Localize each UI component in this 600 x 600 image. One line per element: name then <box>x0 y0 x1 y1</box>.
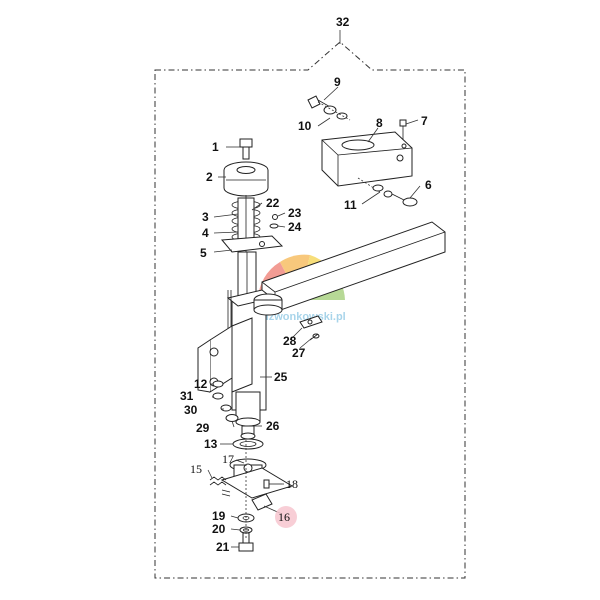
label-20: 20 <box>212 522 226 536</box>
label-25: 25 <box>274 370 288 384</box>
spring-14 <box>221 489 231 497</box>
label-21: 21 <box>216 540 230 554</box>
pin-18 <box>263 479 282 489</box>
label-23: 23 <box>288 206 302 220</box>
screw-27 <box>309 333 320 341</box>
highlight-marker <box>275 506 297 528</box>
label-8: 8 <box>376 116 383 130</box>
label-18: 18 <box>286 477 298 491</box>
nut-29 <box>225 414 239 422</box>
label-4: 4 <box>202 226 209 240</box>
label-6: 6 <box>425 178 432 192</box>
label-31: 31 <box>180 389 194 403</box>
label-7: 7 <box>421 114 428 128</box>
label-12: 12 <box>194 377 208 391</box>
washer-30 <box>220 404 232 412</box>
label-28: 28 <box>283 334 297 348</box>
label-17: 17 <box>222 452 234 466</box>
washer-11 <box>357 177 393 198</box>
lower-column-26 <box>235 391 261 440</box>
label-5: 5 <box>200 246 207 260</box>
clamp-bracket <box>197 317 253 393</box>
pin-12 <box>212 380 224 388</box>
label-11: 11 <box>344 198 357 212</box>
label-29: 29 <box>196 421 210 435</box>
label-15: 15 <box>190 462 202 476</box>
assembly-frame <box>154 41 466 579</box>
watermark-text: dzwonkowski.pl <box>262 311 346 323</box>
screws-23-24 <box>269 214 279 229</box>
washer-31 <box>212 392 224 400</box>
pin-6 <box>391 193 418 207</box>
fork-base-17 <box>220 458 294 499</box>
label-32: 32 <box>336 15 350 29</box>
label-19: 19 <box>212 509 226 523</box>
label-27: 27 <box>292 346 306 360</box>
bracket-28 <box>299 315 323 329</box>
spring-15 <box>209 476 227 486</box>
screw-7 <box>399 119 407 140</box>
label-30: 30 <box>184 403 198 417</box>
label-26: 26 <box>266 419 280 433</box>
bolt-21 <box>238 532 254 552</box>
handle-block-8 <box>321 131 413 187</box>
label-3: 3 <box>202 210 209 224</box>
label-24: 24 <box>288 220 302 234</box>
bolt-1 <box>239 138 253 160</box>
label-16: 16 <box>278 510 290 524</box>
label-2: 2 <box>206 170 213 184</box>
pawl-16 <box>251 493 273 511</box>
part-labels: 32 9 10 8 7 6 11 1 2 3 4 5 22 23 24 28 2… <box>180 15 432 554</box>
leader-lines <box>207 86 421 548</box>
label-10: 10 <box>298 119 312 133</box>
label-1: 1 <box>212 140 219 154</box>
label-9: 9 <box>334 75 341 89</box>
label-13: 13 <box>204 437 218 451</box>
cap-2 <box>223 161 269 197</box>
label-22: 22 <box>266 196 280 210</box>
bearing-13 <box>232 438 264 450</box>
nut-10 <box>323 105 348 120</box>
